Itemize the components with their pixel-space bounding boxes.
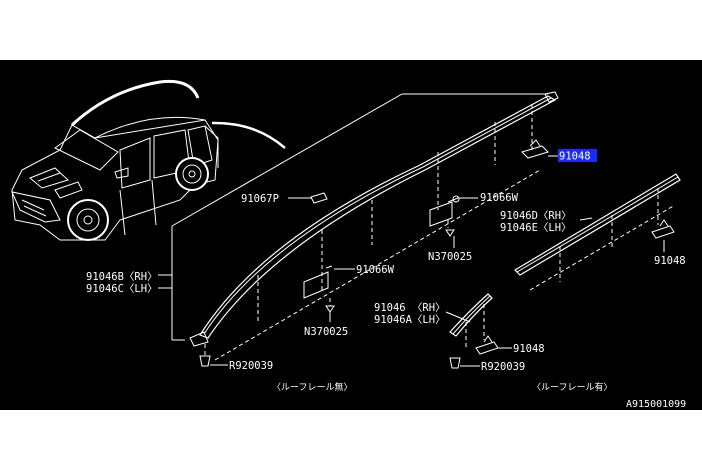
clip-91067p xyxy=(310,192,328,204)
highlight-box xyxy=(558,149,597,162)
roof-molding-long xyxy=(189,91,559,361)
part-label-91048-highlighted[interactable]: 91048 xyxy=(559,151,591,163)
diagram-panel: 91048 91067P 91066W N370025 91046B〈RH〉 9… xyxy=(0,60,702,410)
part-label-91046b[interactable]: 91046B〈RH〉 xyxy=(86,271,158,283)
part-label-r920039-right[interactable]: R920039 xyxy=(481,361,525,373)
diagram-id: A915001099 xyxy=(626,399,686,410)
part-label-91046c[interactable]: 91046C〈LH〉 xyxy=(86,283,158,295)
clip-91048-top xyxy=(521,139,549,159)
part-label-n370025-top[interactable]: N370025 xyxy=(428,251,472,263)
part-label-91066w-mid[interactable]: 91066W xyxy=(356,264,395,276)
part-label-91046e[interactable]: 91046E〈LH〉 xyxy=(500,222,572,234)
clip-91048-right xyxy=(651,219,675,239)
screw-r920039-right xyxy=(449,357,461,369)
part-label-91067p[interactable]: 91067P xyxy=(241,193,279,205)
part-label-91048-bottom[interactable]: 91048 xyxy=(513,343,545,355)
clip-91048-bottom xyxy=(475,335,499,355)
vehicle-illustration xyxy=(11,79,286,241)
caption-without-roof-rail: 〈ルーフレール無〉 xyxy=(272,381,352,393)
roof-molding-short xyxy=(449,293,493,350)
assembly-frame xyxy=(171,93,548,341)
clip-91066w-top xyxy=(429,195,460,237)
part-label-n370025-mid[interactable]: N370025 xyxy=(304,326,348,338)
caption-with-roof-rail: 〈ルーフレール有〉 xyxy=(532,381,612,393)
roof-molding-right xyxy=(514,173,681,291)
part-label-91046a[interactable]: 91046A〈LH〉 xyxy=(374,314,446,326)
clip-91066w-mid xyxy=(303,265,335,313)
part-label-91066w-top[interactable]: 91066W xyxy=(480,192,519,204)
screw-r920039-left xyxy=(199,344,211,367)
parts-diagram-svg: 91048 91067P 91066W N370025 91046B〈RH〉 9… xyxy=(11,79,686,410)
part-label-91048-right[interactable]: 91048 xyxy=(654,255,686,267)
part-label-91046d[interactable]: 91046D〈RH〉 xyxy=(500,210,572,222)
part-label-91046[interactable]: 91046 〈RH〉 xyxy=(374,302,446,314)
leader-lines xyxy=(158,155,665,367)
part-label-r920039-left[interactable]: R920039 xyxy=(229,360,273,372)
